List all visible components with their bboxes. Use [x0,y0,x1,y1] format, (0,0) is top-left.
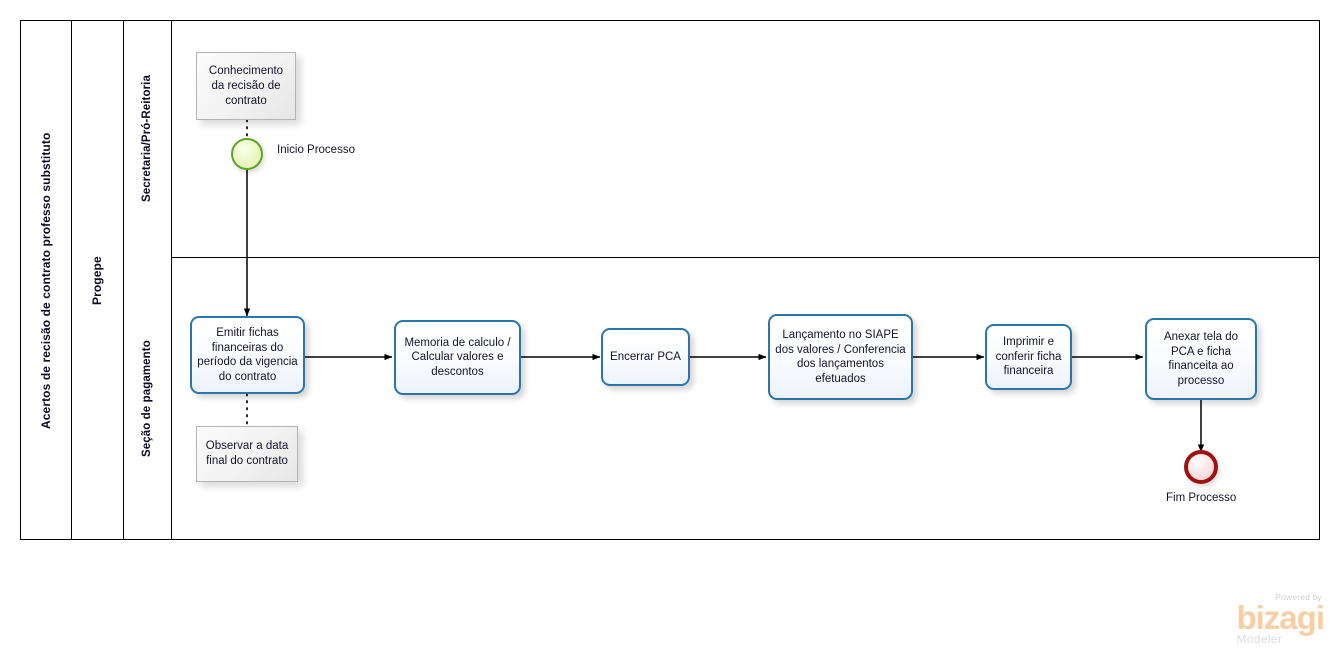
task-encerrar-pca[interactable]: Encerrar PCA [601,328,690,386]
lane-label-secretaria: Secretaria/Pró-Reitoria [141,75,153,203]
task-memoria-de-calculo[interactable]: Memoria de calculo / Calcular valores e … [394,320,521,395]
annotation-observar-data-final: Observar a data final do contrato [196,426,298,482]
organization-column-divider [123,21,124,539]
end-event[interactable] [1184,450,1218,484]
start-event[interactable] [231,138,263,170]
logo-powered-by: Powered by [1275,592,1322,602]
organization-label: Progepe [90,256,104,306]
lane-label-column-divider [171,21,172,539]
pool-title: Acertos de recisão de contrato professo … [39,132,53,430]
logo-product: Modeler [1236,632,1282,646]
pool-title-column-divider [71,21,72,539]
logo-brand: bizagi [1236,599,1325,636]
task-imprimir-conferir-ficha[interactable]: Imprimir e conferir ficha financeira [985,324,1072,390]
lane-divider [171,257,1319,258]
task-anexar-tela-pca[interactable]: Anexar tela do PCA e ficha financeita ao… [1145,318,1257,400]
lane-label-secao-pagamento: Seção de pagamento [141,340,153,458]
task-emitir-fichas-financeiras[interactable]: Emitir fichas financeiras do período da … [190,316,305,394]
bizagi-logo: Powered by bizagi Modeler [1196,592,1326,648]
start-event-label: Inicio Processo [277,144,355,156]
task-lancamento-siape[interactable]: Lançamento no SIAPE dos valores / Confer… [768,314,913,400]
end-event-label: Fim Processo [1166,492,1237,504]
annotation-conhecimento-recisao: Conhecimento da recisão de contrato [196,52,296,120]
